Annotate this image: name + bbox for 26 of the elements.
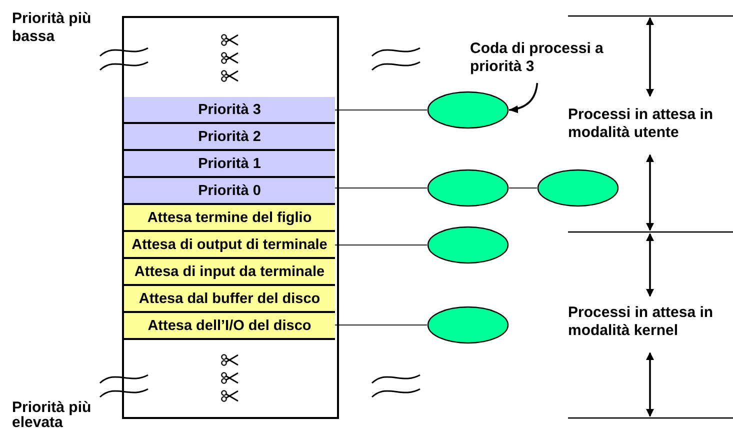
priority-row: Priorità 0 [124, 178, 335, 205]
process-ellipse [427, 306, 509, 344]
priority-row: Attesa di input da terminale [124, 259, 335, 286]
priority-row: Priorità 2 [124, 124, 335, 151]
note-text: Processi in attesa in modalità utente [568, 106, 714, 142]
callout-text: Coda di processi a priorità 3 [470, 40, 610, 80]
priority-row: Attesa dal buffer del disco [124, 286, 335, 313]
connector-line [335, 244, 427, 246]
connector-line [335, 109, 427, 111]
connector-line [335, 324, 427, 326]
priority-row: Priorità 3 [124, 97, 335, 124]
queue-table [122, 16, 339, 419]
priority-row: Attesa di output di terminale [124, 232, 335, 259]
note-text: Processi in attesa in modalità kernel [568, 304, 714, 340]
priority-row: Attesa termine del figlio [124, 205, 335, 232]
priority-row: Attesa dell’I/O del disco [124, 313, 335, 340]
connector-line [335, 187, 427, 189]
process-ellipse [427, 226, 509, 264]
priority-row: Priorità 1 [124, 151, 335, 178]
process-ellipse [427, 169, 509, 207]
arrow [508, 82, 538, 113]
process-ellipse [427, 91, 509, 129]
connector-line [509, 187, 537, 189]
process-ellipse [537, 169, 619, 207]
note-text: Priorità più bassa [12, 10, 92, 46]
note-text: Priorità più elevata [12, 400, 92, 430]
